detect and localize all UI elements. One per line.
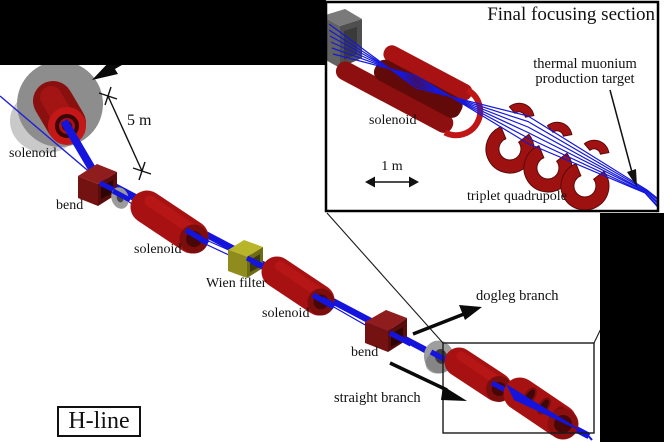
inset-content (327, 3, 657, 211)
bend-2-label: bend (351, 345, 379, 360)
wien-filter-box (228, 240, 269, 278)
scale-1m-label: 1 m (381, 159, 403, 174)
solenoid-3-magnet (261, 256, 336, 316)
solenoid-3-label: solenoid (262, 306, 310, 321)
solenoid-2-label: solenoid (134, 242, 182, 257)
beam-strand (324, 301, 368, 327)
wien-filter-label: Wien filter (206, 276, 267, 291)
black-band-top-left (0, 0, 326, 65)
beam-strand (198, 240, 232, 257)
bend-2-magnet (365, 310, 413, 352)
source-solenoid-label: solenoid (9, 146, 57, 161)
beam-strand (196, 235, 232, 252)
inset-box-border (324, 0, 660, 213)
beam-strand (322, 296, 368, 322)
straight-branch-label: straight branch (334, 390, 421, 406)
target-label-line2: production target (535, 71, 635, 87)
scale-5m (98, 86, 152, 181)
beamline-name-box: H-line (57, 406, 141, 437)
target-label-line1: thermal muonium (533, 56, 637, 72)
beam-strand (404, 336, 430, 351)
target-pointer-arrow (609, 89, 637, 187)
solenoid-2-magnet (130, 190, 210, 254)
straight-branch-arrow (389, 361, 467, 401)
inset-title: Final focusing section (487, 4, 655, 25)
straight-branch-quadrupole (503, 377, 593, 441)
callout-line-left (326, 212, 444, 344)
black-band-right (600, 213, 664, 442)
beam-segment (111, 188, 132, 203)
dogleg-branch-arrow (412, 305, 482, 336)
scale-5m-label: 5 m (127, 112, 152, 129)
scale-1m (365, 176, 419, 188)
dogleg-branch-label: dogleg branch (476, 288, 559, 304)
beamline-name: H-line (68, 408, 130, 434)
source-solenoid (0, 61, 120, 198)
inset-beam-rays (328, 23, 657, 208)
bend-1-magnet (78, 164, 120, 206)
inset-solenoid-label: solenoid (369, 113, 417, 128)
triplet-quadrupole-label: triplet quadrupole (467, 189, 567, 204)
bend-1-label: bend (56, 198, 84, 213)
